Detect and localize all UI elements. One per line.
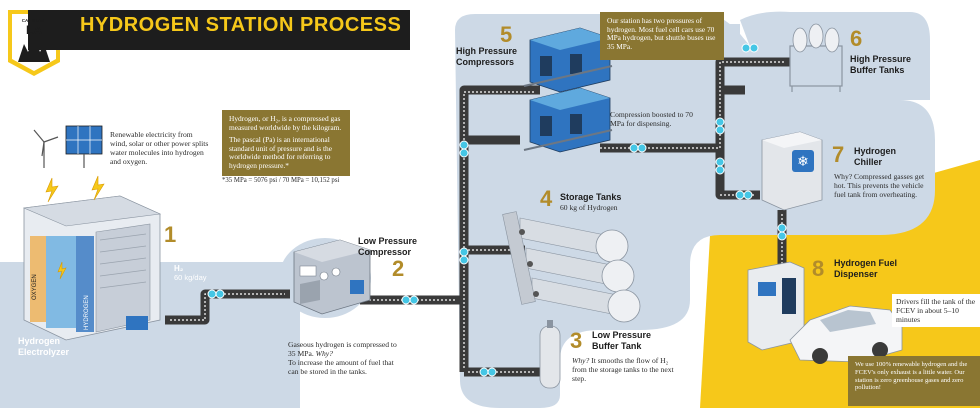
step-5-number: 5 [500,22,513,47]
step-8-note: We use 100% renewable hydrogen and the F… [848,356,980,406]
step-8-description: Drivers fill the tank of the FCEV in abo… [892,294,980,327]
high-pressure-compressors-illustration [523,27,613,153]
fcev-car-illustration [789,305,903,364]
h2-molecules [207,43,787,377]
step-4-description: 60 kg of Hydrogen [560,203,618,212]
storage-tanks-illustration [502,211,641,323]
high-pressure-buffer-tanks-illustration [789,23,843,92]
step-2-why: Why? [315,349,333,358]
step-7-label: Hydrogen Chiller [854,146,897,167]
step-5-note: Our station has two pressures of hydroge… [600,12,724,60]
oxygen-side-label: OXYGEN [32,274,38,300]
step-2-label: Low Pressure Compressor [358,236,418,257]
pressure-footnote: *35 MPa = 5076 psi / 70 MPa = 10,152 psi [222,177,340,184]
snowflake-icon: ❄ [797,155,809,170]
h2-info-text: Hydrogen, or H₂, is a compressed gas mea… [229,114,342,132]
logo-main-text: LA [26,23,42,37]
step-3-description: Why? It smooths the flow of H₂ from the … [572,356,680,383]
step-5-description: Compression boosted to 70 MPa for dispen… [610,110,693,128]
step-6-label: High Pressure Buffer Tanks [850,54,912,75]
page-title: HYDROGEN STATION PROCESS [80,14,402,36]
hydrogen-side-label: HYDROGEN [84,295,90,330]
step-2-number: 2 [392,256,405,281]
h2-symbol: H₂ [174,264,184,273]
hydrogen-chiller-illustration: ❄ [761,131,823,211]
step-6-number: 6 [850,26,863,51]
step-3-number: 3 [570,328,583,353]
step-3-desc: It smooths the flow of H₂ from the stora… [572,356,674,383]
step-4-number: 4 [540,186,553,211]
step-5-label: High Pressure Compressors [456,46,518,67]
hydrogen-info-box: Hydrogen, or H₂, is a compressed gas mea… [222,110,350,176]
low-pressure-buffer-tank-illustration [539,320,561,389]
step-4-label: Storage Tanks [560,192,622,202]
electrolyzer-illustration: OXYGEN HYDROGEN [22,195,162,341]
pascal-info-text: The pascal (Pa) is an international stan… [229,135,333,170]
step-2-desc2: To increase the amount of fuel that can … [288,358,394,376]
step-8-label: Hydrogen Fuel Dispenser [834,258,898,279]
step-3-why: Why? [572,356,590,365]
low-pressure-compressor-illustration [293,239,371,315]
logo-top-text: CAL STATE [21,18,47,23]
step-2-desc1: Gaseous hydrogen is compressed to 35 MPa… [288,340,397,358]
wind-turbine-icon [33,129,59,168]
solar-panel-icon [65,125,103,168]
lightning-icon [45,175,105,280]
h2-rate: 60 kg/day [174,273,207,282]
step-2-description: Gaseous hydrogen is compressed to 35 MPa… [288,340,404,376]
step-1-label: Hydrogen Electrolyzer [18,336,70,357]
step-3-label: Low Pressure Buffer Tank [592,330,652,351]
step-8-number: 8 [812,256,825,281]
renewable-text: Renewable electricity from wind, solar o… [110,130,209,166]
step-1-number: 1 [164,222,177,247]
title-bar [28,10,410,50]
step-7-number: 7 [832,142,845,167]
step-7-description: Why? Compressed gasses get hot. This pre… [834,172,925,199]
